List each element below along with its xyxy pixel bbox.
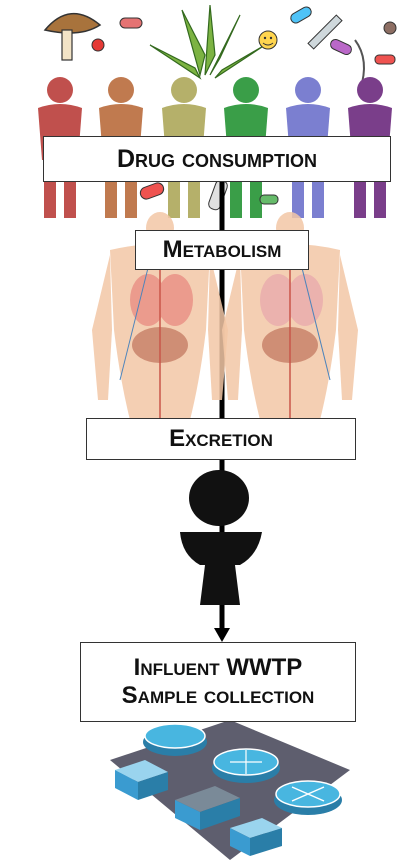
step-label: Metabolism bbox=[163, 236, 282, 264]
step-label: Drug consumption bbox=[117, 145, 317, 174]
step-drug-consumption: Drug consumption bbox=[43, 136, 391, 182]
step-label: Influent WWTP bbox=[134, 654, 303, 682]
step-label: Sample collection bbox=[122, 682, 315, 710]
step-excretion: Excretion bbox=[86, 418, 356, 460]
step-label: Excretion bbox=[169, 425, 273, 453]
step-sample-collection: Influent WWTP Sample collection bbox=[80, 642, 356, 722]
step-metabolism: Metabolism bbox=[135, 230, 309, 270]
